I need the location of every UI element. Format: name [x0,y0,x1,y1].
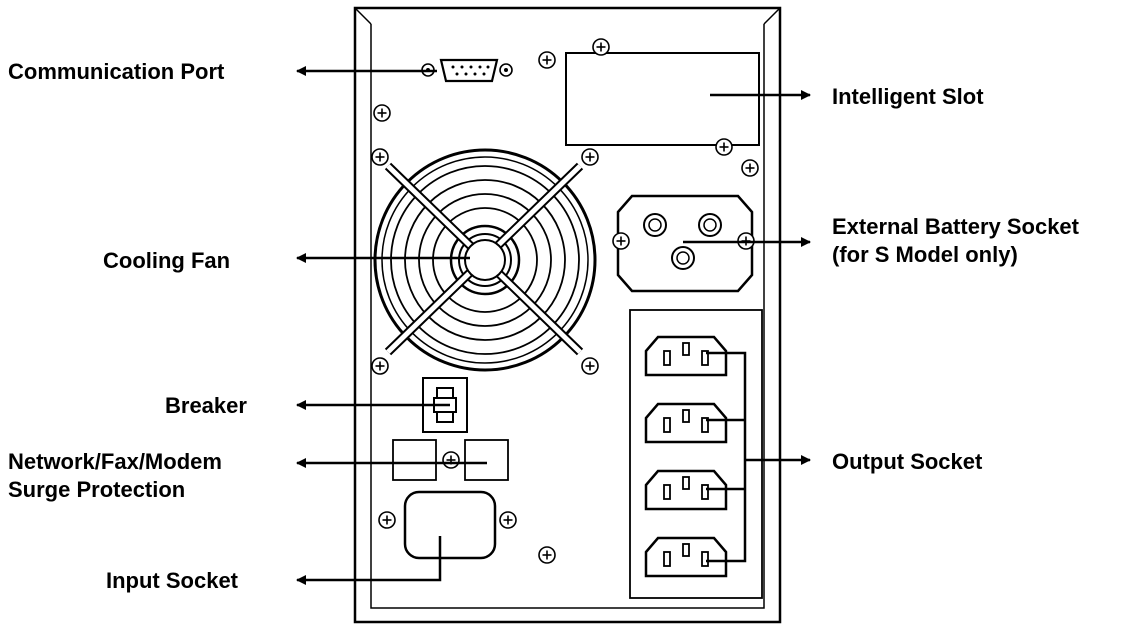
cooling-fan [371,148,599,375]
output-bus [706,351,747,563]
label-output-socket: Output Socket [832,449,983,474]
network-surge-protection [392,439,509,481]
label-network-1: Network/Fax/Modem [8,449,222,474]
label-intelligent-slot: Intelligent Slot [832,84,984,109]
external-battery-socket [612,194,755,293]
input-socket [378,490,517,560]
label-external-battery-1: External Battery Socket [832,214,1080,239]
label-communication-port: Communication Port [8,59,225,84]
label-input-socket: Input Socket [106,568,239,593]
communication-port [421,58,513,83]
label-network-2: Surge Protection [8,477,185,502]
intelligent-slot [538,38,760,156]
label-cooling-fan: Cooling Fan [103,248,230,273]
arrow-input-socket [296,536,442,585]
leader-lines [296,66,811,585]
labels: Communication Port Intelligent Slot Cool… [8,59,1080,593]
label-external-battery-2: (for S Model only) [832,242,1018,267]
label-breaker: Breaker [165,393,247,418]
output-sockets [629,309,763,599]
